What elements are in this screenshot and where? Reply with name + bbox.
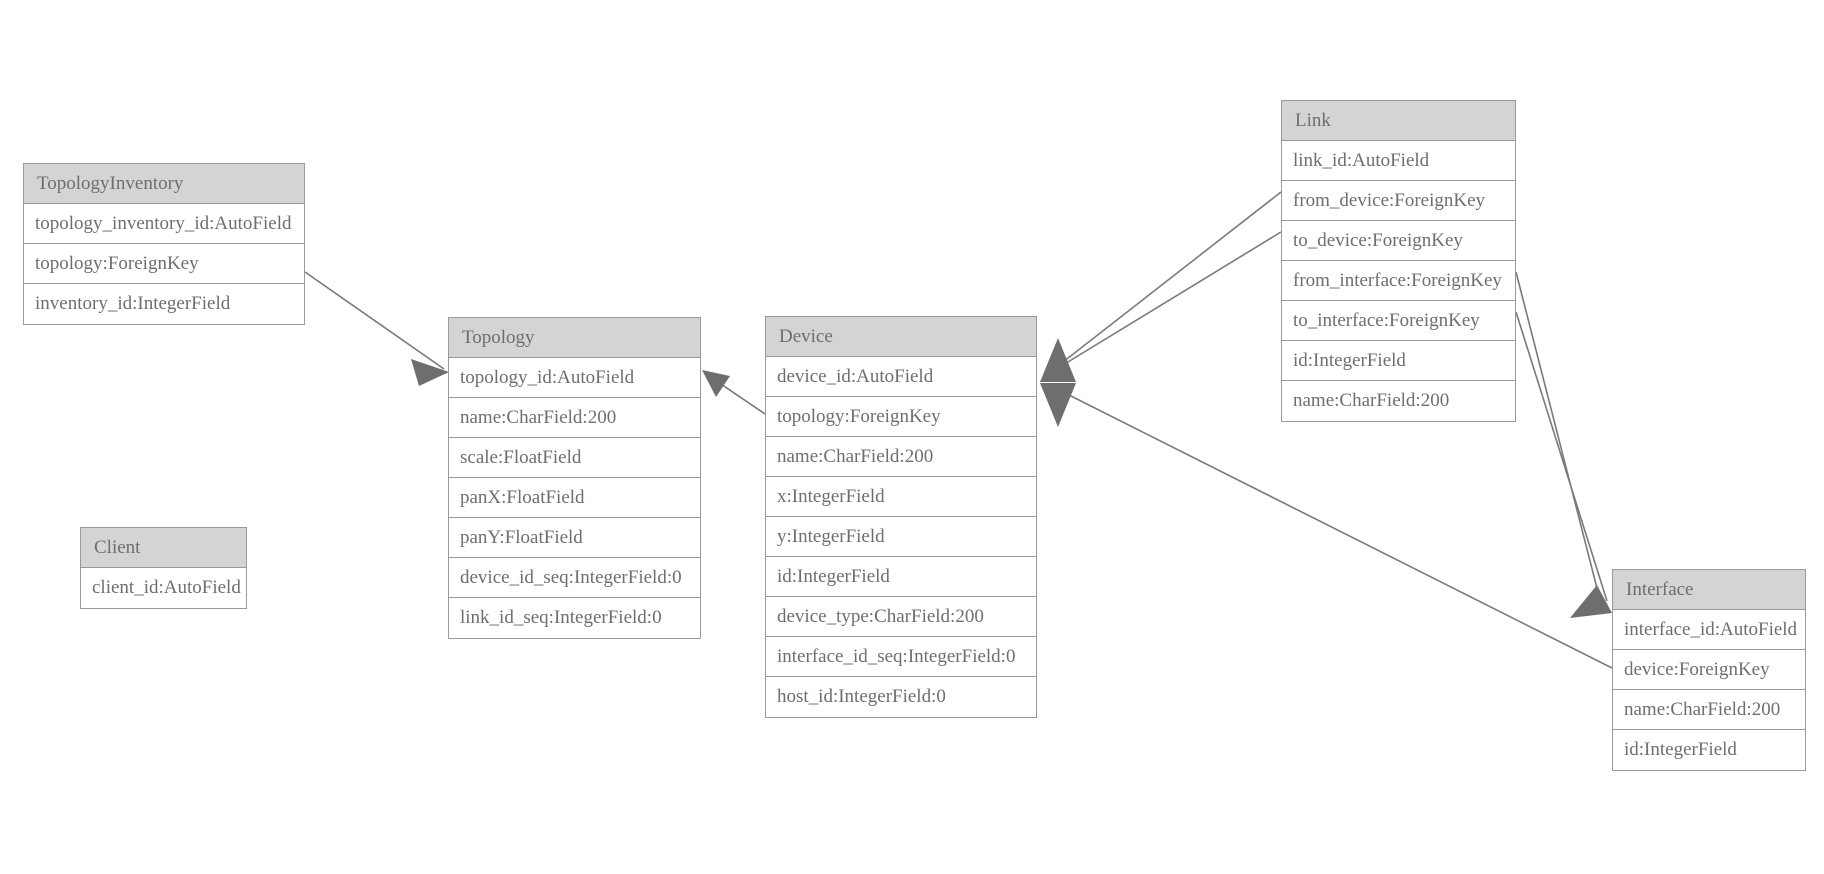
- entity-field[interactable]: topology:ForeignKey: [766, 397, 1036, 437]
- entity-field[interactable]: from_interface:ForeignKey: [1282, 261, 1515, 301]
- entity-field[interactable]: inventory_id:IntegerField: [24, 284, 304, 324]
- entity-field[interactable]: name:CharField:200: [449, 398, 700, 438]
- entity-field[interactable]: client_id:AutoField: [81, 568, 246, 608]
- entity-field[interactable]: to_device:ForeignKey: [1282, 221, 1515, 261]
- entity-field[interactable]: interface_id:AutoField: [1613, 610, 1805, 650]
- entity-field[interactable]: host_id:IntegerField:0: [766, 677, 1036, 717]
- entity-field[interactable]: device:ForeignKey: [1613, 650, 1805, 690]
- entity-field[interactable]: scale:FloatField: [449, 438, 700, 478]
- relationship-topologyinventory-topology: [304, 271, 449, 386]
- relationship-interface-device: [1040, 383, 1613, 669]
- entity-title-device: Device: [766, 317, 1036, 357]
- entity-field[interactable]: name:CharField:200: [1613, 690, 1805, 730]
- entity-title-topology_inventory: TopologyInventory: [24, 164, 304, 204]
- relationship-link-from-interface: [1515, 271, 1601, 601]
- entity-field[interactable]: interface_id_seq:IntegerField:0: [766, 637, 1036, 677]
- entity-field[interactable]: y:IntegerField: [766, 517, 1036, 557]
- arrowhead-interface-from-link: [1570, 585, 1612, 618]
- entity-field[interactable]: topology_inventory_id:AutoField: [24, 204, 304, 244]
- entity-field[interactable]: link_id_seq:IntegerField:0: [449, 598, 700, 638]
- relationship-device-topology: [702, 370, 766, 415]
- entity-field[interactable]: id:IntegerField: [1282, 341, 1515, 381]
- entity-field[interactable]: id:IntegerField: [766, 557, 1036, 597]
- entity-title-client: Client: [81, 528, 246, 568]
- entity-field[interactable]: x:IntegerField: [766, 477, 1036, 517]
- entity-field[interactable]: device_type:CharField:200: [766, 597, 1036, 637]
- relationship-link-to-device: [1062, 231, 1282, 366]
- entity-field[interactable]: topology:ForeignKey: [24, 244, 304, 284]
- relationship-link-to-interface: [1515, 311, 1608, 602]
- entity-field[interactable]: id:IntegerField: [1613, 730, 1805, 770]
- arrowhead-device-from-link: [1040, 338, 1076, 382]
- entity-title-link: Link: [1282, 101, 1515, 141]
- entity-field[interactable]: device_id_seq:IntegerField:0: [449, 558, 700, 598]
- relationship-link-from-device: [1062, 191, 1282, 363]
- entity-field[interactable]: name:CharField:200: [1282, 381, 1515, 421]
- entity-field[interactable]: link_id:AutoField: [1282, 141, 1515, 181]
- entity-field[interactable]: device_id:AutoField: [766, 357, 1036, 397]
- entity-field[interactable]: panY:FloatField: [449, 518, 700, 558]
- entity-title-topology: Topology: [449, 318, 700, 358]
- entity-field[interactable]: panX:FloatField: [449, 478, 700, 518]
- entity-field[interactable]: name:CharField:200: [766, 437, 1036, 477]
- entity-title-interface: Interface: [1613, 570, 1805, 610]
- entity-field[interactable]: from_device:ForeignKey: [1282, 181, 1515, 221]
- entity-field[interactable]: topology_id:AutoField: [449, 358, 700, 398]
- entity-field[interactable]: to_interface:ForeignKey: [1282, 301, 1515, 341]
